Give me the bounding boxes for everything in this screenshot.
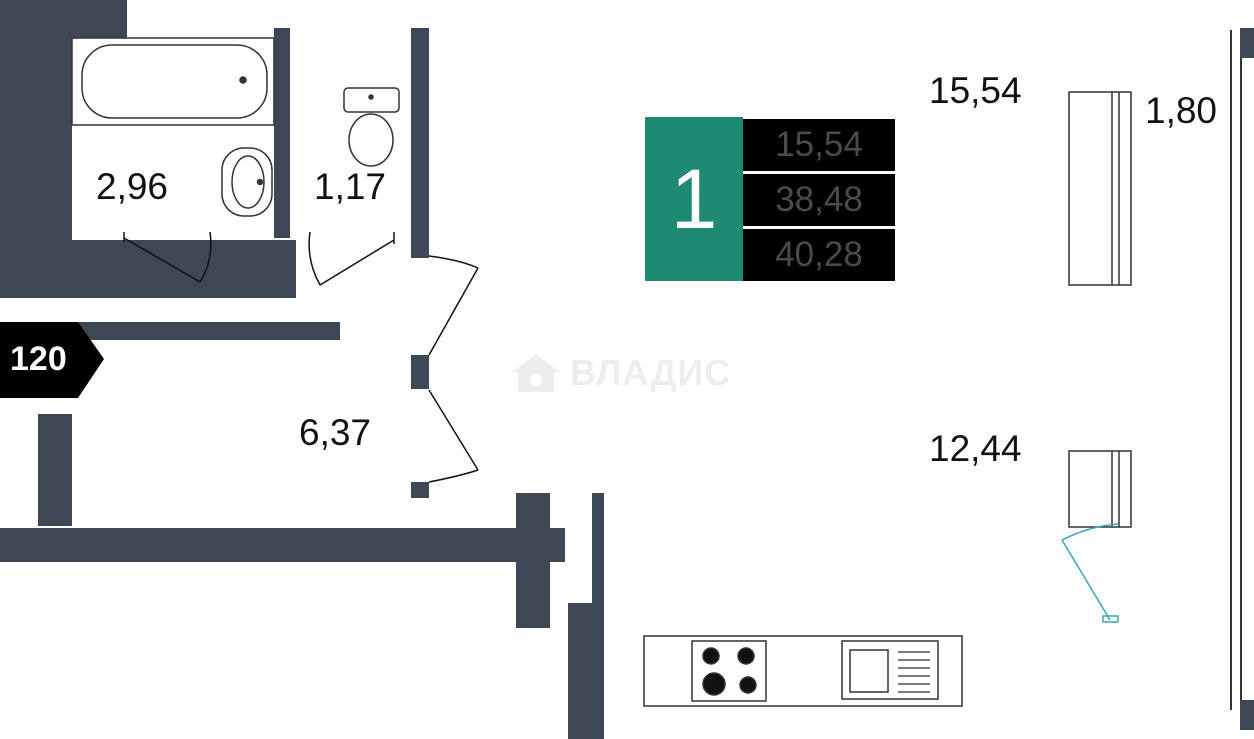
- wall-left-top: [0, 0, 72, 240]
- watermark: ВЛАДИС: [510, 352, 731, 394]
- living-area-value: 15,54: [743, 119, 895, 171]
- area-hall: 6,37: [299, 412, 372, 453]
- watermark-text: ВЛАДИС: [570, 352, 732, 393]
- area-balcony: 1,80: [1145, 90, 1218, 131]
- toilet-door-icon: [308, 231, 395, 286]
- area-kitchen: 12,44: [929, 428, 1022, 469]
- wall-left-mid: [38, 414, 72, 526]
- wall-door-stub-2: [411, 482, 429, 498]
- walls: [0, 0, 604, 739]
- bathroom-door-icon: [123, 231, 212, 283]
- area-bathroom: 2,96: [96, 166, 169, 207]
- window-right: [1230, 28, 1254, 730]
- wall-toilet-right: [411, 28, 429, 258]
- total-with-balcony-value: 40,28: [743, 229, 895, 281]
- floor-tag-shape: [0, 322, 104, 398]
- wall-pillar: [516, 493, 550, 628]
- bathtub-icon: [71, 37, 275, 126]
- rooms-count-badge: 1: [645, 117, 743, 281]
- wall-bath-bottom: [0, 240, 296, 298]
- wall-bath-right: [274, 28, 290, 238]
- kitchen-counter-icon: [643, 635, 963, 707]
- kitchen-cabinet-icon: [1068, 450, 1132, 528]
- wall-thin-vertical: [592, 493, 604, 623]
- house-logo-icon: [512, 354, 560, 392]
- wall-door-stub-1: [411, 355, 429, 389]
- wardrobe-icon: [1068, 91, 1132, 286]
- sink-icon: [221, 147, 273, 217]
- apartment-summary-card: 1 15,54 38,48 40,28: [645, 117, 895, 281]
- total-area-value: 38,48: [743, 174, 895, 226]
- floor-tag-label: 120: [10, 340, 67, 378]
- area-living-room: 15,54: [929, 70, 1022, 111]
- wall-top-block: [72, 0, 127, 38]
- wall-corridor-top: [70, 322, 340, 340]
- entrance-double-door-icon: [428, 255, 479, 483]
- balcony-door-icon: [1061, 523, 1119, 623]
- wall-bottom-right: [568, 603, 604, 739]
- wall-bottom-long: [0, 528, 565, 562]
- toilet-icon: [343, 87, 400, 167]
- area-toilet: 1,17: [314, 166, 387, 207]
